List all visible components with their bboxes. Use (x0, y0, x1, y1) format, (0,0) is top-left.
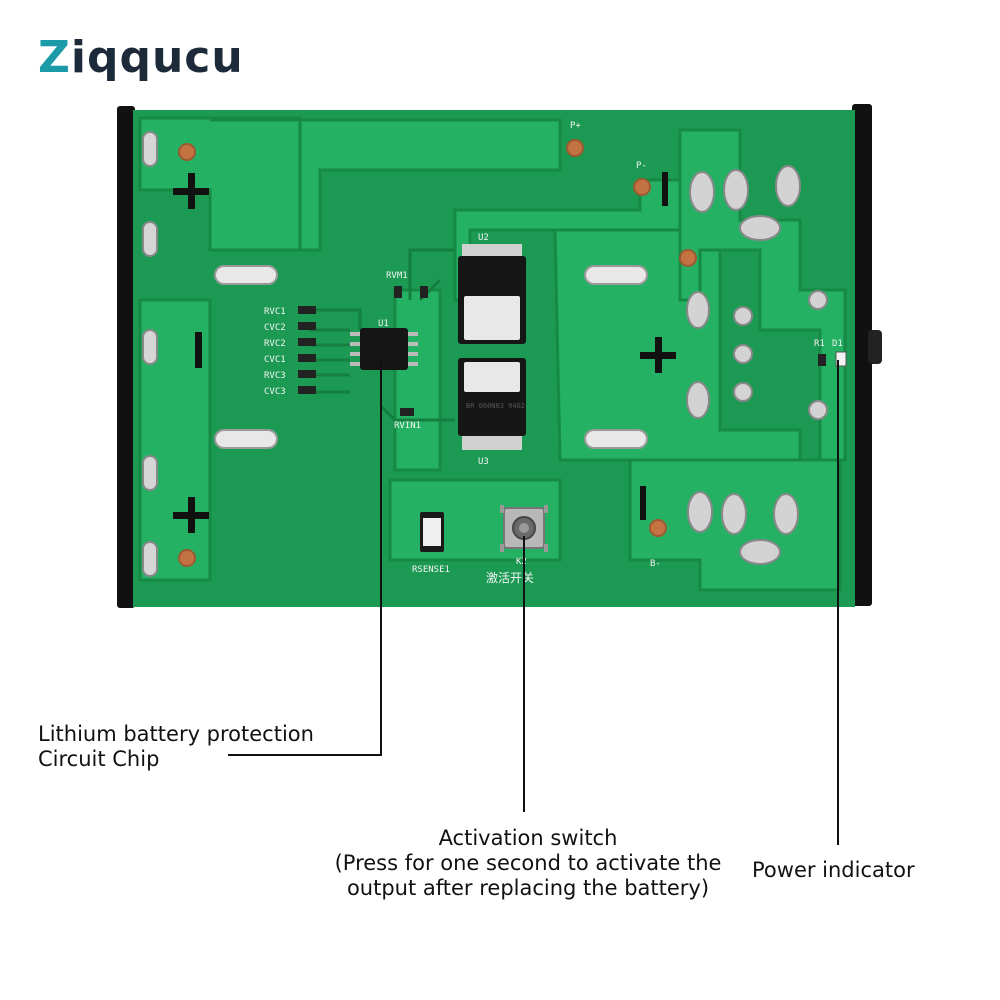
mosfet-u3 (458, 358, 526, 450)
label-rvc3: RVC3 (264, 371, 286, 381)
callout-lines (228, 358, 839, 845)
mosfet-u2 (458, 244, 526, 344)
logo-letter-z: Z (38, 32, 71, 83)
right-pads (686, 165, 828, 565)
rsense-resistor (420, 512, 444, 552)
callout-switch-line3: output after replacing the battery) (346, 876, 710, 900)
label-d1: D1 (832, 339, 843, 349)
callout-switch-line1: Activation switch (438, 826, 618, 850)
callout-chip-line1: Lithium battery protection (38, 722, 314, 746)
polarity-marks (173, 172, 676, 533)
callout-switch-line2: (Press for one second to activate the (334, 851, 722, 875)
chip-leader-line (228, 358, 382, 756)
label-switch-cn: 激活开关 (486, 571, 534, 585)
callout-chip-line2: Circuit Chip (38, 747, 160, 771)
label-rvc2: RVC2 (264, 339, 286, 349)
u1-protection-chip (350, 328, 418, 370)
label-rvc1: RVC1 (264, 307, 286, 317)
left-battery-pads (142, 131, 158, 577)
label-cvc3: CVC3 (264, 387, 286, 397)
label-rvin1: RVIN1 (394, 421, 421, 431)
right-nub (868, 330, 882, 364)
label-u1: U1 (378, 319, 389, 329)
label-rsense1: RSENSE1 (412, 565, 450, 575)
label-u3: U3 (478, 457, 489, 467)
right-frame (852, 104, 872, 606)
label-cvc2: CVC2 (264, 323, 286, 333)
mounting-slots (214, 265, 648, 449)
label-rvm1: RVM1 (386, 271, 408, 281)
label-u2: U2 (478, 233, 489, 243)
label-p-plus: P+ (570, 121, 581, 131)
callout-power: Power indicator (752, 858, 915, 883)
chip-marking: BR 060N03 9402 (466, 402, 525, 410)
logo-text: iqqucu (70, 32, 244, 83)
label-p-minus: P- (636, 161, 647, 171)
label-b-minus: B- (650, 559, 661, 569)
label-k2: K2 (516, 557, 527, 567)
label-r1: R1 (814, 339, 825, 349)
left-frame (117, 106, 135, 608)
callout-power-line1: Power indicator (752, 858, 915, 882)
label-cvc1: CVC1 (264, 355, 286, 365)
brand-logo: Ziqqucu (38, 32, 244, 83)
copper-dots (178, 139, 697, 567)
smd-resistors (298, 286, 847, 416)
callout-switch: Activation switch (Press for one second … (318, 826, 738, 901)
callout-chip: Lithium battery protection Circuit Chip (38, 722, 314, 772)
